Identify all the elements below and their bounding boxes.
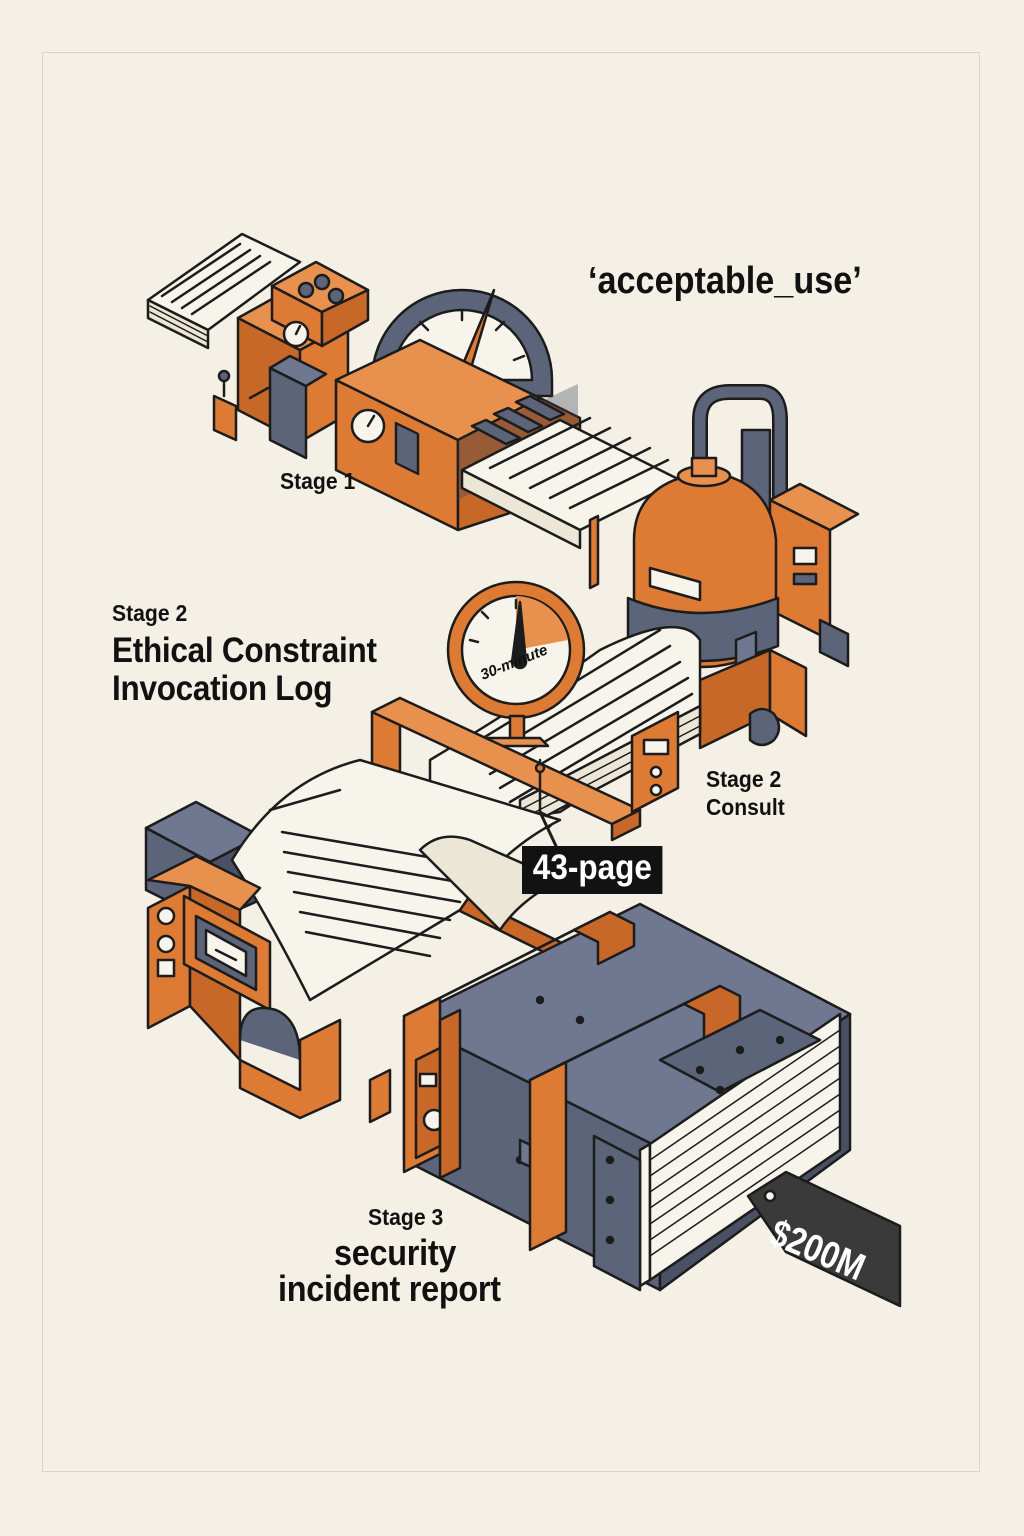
stage2-log-title-line1: Ethical Constraint <box>112 631 377 670</box>
stage1-conveyor <box>460 416 682 590</box>
stage3-title-line2: incident report <box>278 1268 501 1309</box>
stage2-log-label: Stage 2 <box>112 600 188 626</box>
stage2-consult-label-line1: Stage 2 <box>706 766 782 792</box>
stage3-label: Stage 3 <box>368 1204 444 1230</box>
stage2-consult-boiler <box>626 384 860 750</box>
page-count-tag: 43-page <box>522 846 663 894</box>
lower-left-unit <box>144 758 562 1124</box>
price-tag-shape <box>746 1170 902 1308</box>
stage2-timer-gauge <box>446 580 586 748</box>
stage1-paper-feed <box>146 232 302 350</box>
page-frame <box>42 52 980 1472</box>
stage3-straps <box>402 910 742 1252</box>
stage3-title-line1: security <box>334 1232 457 1273</box>
stage2-consult-label-line2: Consult <box>706 794 785 820</box>
stage1-label: Stage 1 <box>280 468 356 494</box>
page-tag-pointer <box>538 810 558 848</box>
acceptable-use-title: ‘acceptable_use’ <box>588 260 862 302</box>
stage2-log-title-line2: Invocation Log <box>112 669 333 708</box>
stage1-control-box <box>212 260 370 460</box>
